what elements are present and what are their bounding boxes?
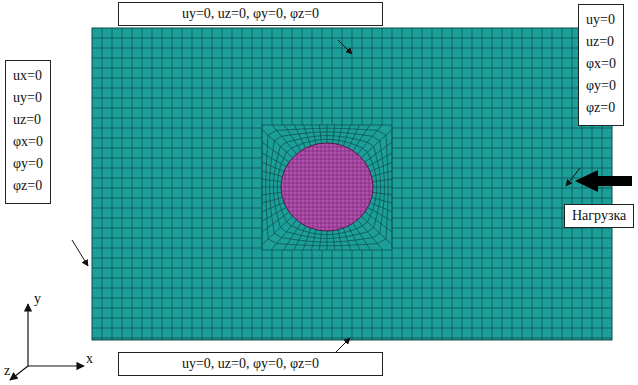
node-text: φy=0 — [586, 78, 616, 94]
mesh-refined — [262, 125, 392, 250]
axis-x — [28, 365, 84, 366]
axis-label: y — [34, 292, 41, 306]
load-label-box: Нагрузка — [564, 204, 634, 228]
leader-top — [338, 40, 352, 54]
node-text: uy=0, uz=0, φy=0, φz=0 — [126, 6, 375, 22]
plate-border — [92, 28, 612, 340]
axis-label: x — [86, 352, 93, 366]
node-text: uz=0 — [586, 34, 616, 50]
plate — [92, 28, 612, 340]
node-text: φx=0 — [13, 134, 43, 150]
node-text: φx=0 — [586, 56, 616, 72]
constraint-box: ux=0 uy=0 uz=0 φx=0 φy=0 φz=0 — [5, 60, 51, 204]
axis-z — [10, 366, 28, 380]
node-text: Нагрузка — [572, 208, 626, 224]
node-text: uy=0, uz=0, φy=0, φz=0 — [126, 356, 375, 372]
mesh-lines — [92, 28, 612, 340]
leader-left — [72, 240, 88, 266]
leader-bottom — [336, 338, 350, 352]
node-text: φz=0 — [586, 100, 616, 116]
node-text: uy=0 — [586, 12, 616, 28]
constraint-box: uy=0 uz=0 φx=0 φy=0 φz=0 — [578, 4, 624, 126]
node-text: uz=0 — [13, 112, 43, 128]
constraint-box: uy=0, uz=0, φy=0, φz=0 — [118, 352, 383, 376]
node-text: uy=0 — [13, 90, 43, 106]
node-text: φz=0 — [13, 178, 43, 194]
node-text: φy=0 — [13, 156, 43, 172]
constraint-box: uy=0, uz=0, φy=0, φz=0 — [118, 2, 383, 26]
axis-label: z — [4, 364, 10, 378]
node-text: ux=0 — [13, 68, 43, 84]
load-arrow — [575, 170, 632, 192]
inclusion-mesh — [281, 143, 373, 231]
inclusion — [281, 143, 373, 231]
axis-y — [27, 304, 28, 366]
leader-right — [566, 168, 580, 186]
